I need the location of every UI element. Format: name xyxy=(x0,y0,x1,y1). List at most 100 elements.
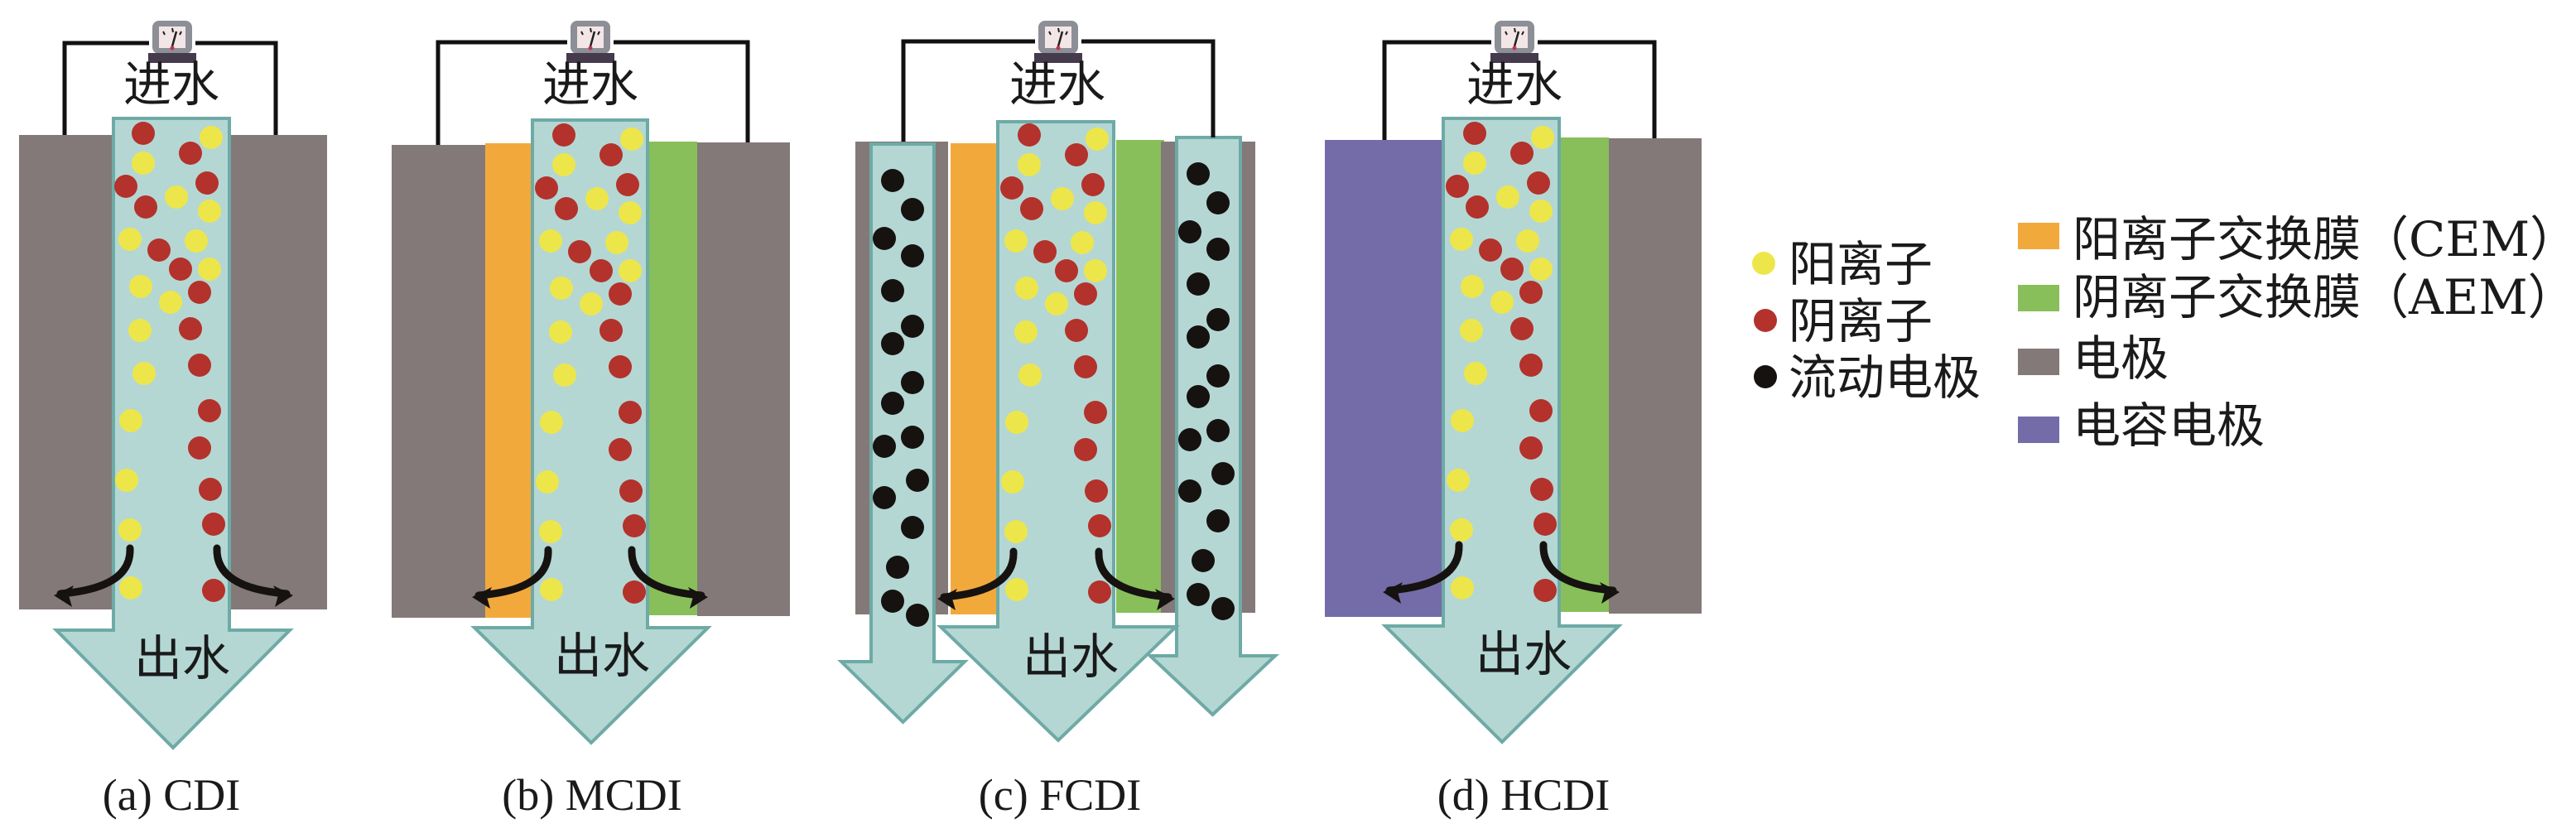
anion-particle xyxy=(147,238,171,262)
meter-pivot xyxy=(170,46,175,51)
cation-particle xyxy=(1014,320,1038,344)
anion-particle xyxy=(599,143,623,166)
arrowhead-icon xyxy=(937,589,957,610)
flow-electrode-particle xyxy=(901,426,924,449)
cation-particle xyxy=(1529,200,1553,223)
anion-particle xyxy=(623,580,646,604)
meter-needle xyxy=(1513,31,1520,47)
anion-particle xyxy=(1519,436,1543,460)
meter-needle xyxy=(589,31,596,47)
flow-electrode-particle xyxy=(1178,479,1201,503)
anion-particle xyxy=(609,438,632,461)
anion-particle xyxy=(1529,399,1553,422)
electrode-left xyxy=(19,135,113,609)
curved-arrow-left-icon xyxy=(940,547,1018,601)
curved-arrow-right-icon xyxy=(213,544,291,598)
flow-electrode-particle xyxy=(873,435,896,458)
cation-particle xyxy=(1051,187,1074,210)
anion-particle xyxy=(552,123,575,147)
water-channel-outlet-arrow xyxy=(52,117,294,750)
cation-particle xyxy=(1005,578,1028,601)
power-meter-icon xyxy=(1034,21,1082,63)
flow-electrode-particle xyxy=(1206,364,1230,388)
cation-particle xyxy=(159,291,182,314)
anion-particle xyxy=(619,401,642,424)
water-channel-outlet-arrow xyxy=(1381,117,1623,744)
flow-electrode-particle xyxy=(901,315,924,338)
meter-pivot xyxy=(1512,46,1517,51)
cation-particle xyxy=(185,229,208,253)
flow-electrode-particle xyxy=(1192,549,1215,572)
meter-base xyxy=(566,53,614,63)
cation-particle xyxy=(536,470,559,494)
arrowhead-icon xyxy=(1383,582,1403,604)
arrowhead-icon xyxy=(1600,582,1620,604)
legend-label-flow-electrode: 流动电极 xyxy=(1789,349,1981,406)
legend-label-cation: 阳离子 xyxy=(1789,236,1933,292)
cation-particle xyxy=(200,126,223,149)
anion-particle xyxy=(179,142,202,165)
cation-particle xyxy=(619,259,642,282)
cation-particle xyxy=(118,228,142,251)
flow-electrode-particle xyxy=(1187,162,1210,185)
anion-exchange-membrane xyxy=(648,142,697,615)
flow-electrode-particle xyxy=(886,556,909,579)
flow-electrode-particle xyxy=(901,516,924,539)
flow-electrode-particle xyxy=(906,604,929,627)
legend-item-cation: 阳离子 xyxy=(1752,236,1933,292)
meter-tick xyxy=(580,31,584,36)
anion-particle xyxy=(1088,514,1111,537)
anion-particle xyxy=(179,317,202,340)
anion-particle xyxy=(535,176,558,200)
anion-particle xyxy=(1074,438,1097,461)
anion-particle xyxy=(1530,478,1553,501)
flow-electrode-particle xyxy=(1187,272,1210,296)
anion-particle xyxy=(1534,579,1557,602)
flow-electrode-particle xyxy=(881,279,904,302)
electrode-left xyxy=(392,145,485,618)
anion-particle xyxy=(1020,197,1043,220)
water-channel-outlet-arrow xyxy=(470,118,712,745)
cation-particle xyxy=(552,153,575,176)
meter-needle xyxy=(171,31,178,47)
inlet-label: 进水 xyxy=(1009,56,1105,113)
anion-particle xyxy=(1500,258,1524,281)
electrode-right xyxy=(1609,138,1702,614)
cation-particle xyxy=(1015,277,1038,300)
anion-particle xyxy=(188,281,211,304)
flow-electrode-particle xyxy=(1178,428,1201,451)
anion-particle xyxy=(198,399,221,422)
anion-particle xyxy=(599,319,623,342)
cation-particle xyxy=(119,409,142,432)
anion-exchange-membrane xyxy=(1559,137,1609,612)
meter-tick xyxy=(171,27,174,33)
cation-particle xyxy=(1464,362,1487,385)
outlet-label: 出水 xyxy=(1023,628,1119,685)
legend-item-flow-electrode: 流动电极 xyxy=(1754,349,1981,406)
meter-tick xyxy=(590,27,592,33)
flow-electrode-particle xyxy=(1206,308,1230,331)
flow-electrode-particle xyxy=(1178,220,1201,243)
anion-particle xyxy=(1479,238,1502,262)
cation-particle xyxy=(1004,229,1028,253)
anion-particle xyxy=(1534,513,1557,536)
cation-particle xyxy=(118,518,142,542)
cation-particle xyxy=(580,292,603,315)
anion-particle xyxy=(1519,281,1543,304)
arrowhead-icon xyxy=(273,585,293,607)
meter-pivot xyxy=(588,46,593,51)
meter-pivot xyxy=(1056,46,1061,51)
flow-electrode-particle xyxy=(1206,509,1230,532)
outlet-label: 出水 xyxy=(134,630,230,686)
panel-caption: (a) CDI xyxy=(103,770,240,820)
cation-particle xyxy=(1084,259,1107,282)
arrowhead-icon xyxy=(688,587,708,609)
meter-base xyxy=(148,53,196,63)
anion-particle xyxy=(1446,175,1469,198)
curved-arrow-left-icon xyxy=(1385,541,1463,595)
meter-tick xyxy=(1065,31,1068,36)
cation-particle xyxy=(198,200,221,223)
flow-electrode-particle xyxy=(1187,325,1210,349)
anion-particle xyxy=(188,354,211,377)
